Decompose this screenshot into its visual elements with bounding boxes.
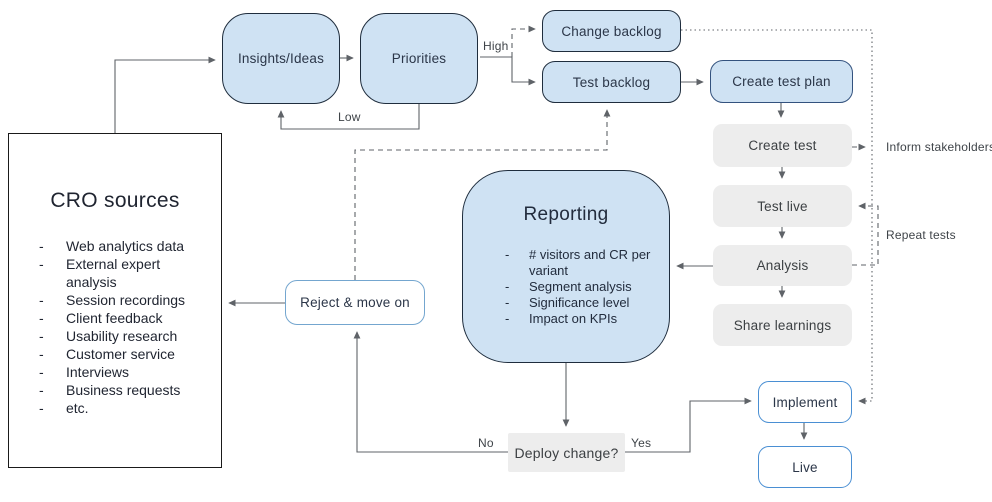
edge-label-inform-stakeholders: Inform stakeholders: [884, 140, 992, 154]
node-create-test: Create test: [713, 124, 852, 167]
node-share-learnings: Share learnings: [713, 304, 852, 346]
edge-label-low: Low: [336, 110, 363, 124]
node-implement: Implement: [758, 381, 852, 423]
node-insights-ideas: Insights/Ideas: [222, 13, 340, 104]
edge-label-yes: Yes: [629, 436, 654, 450]
reporting-item: Segment analysis: [463, 279, 669, 295]
cro-source-item: Interviews: [9, 363, 221, 381]
node-analysis: Analysis: [713, 245, 852, 286]
cro-source-item: Session recordings: [9, 291, 221, 309]
reporting-item: Impact on KPIs: [463, 311, 669, 327]
cro-source-item: Business requests: [9, 381, 221, 399]
node-test-backlog: Test backlog: [542, 61, 681, 103]
reporting-item: # visitors and CR per variant: [463, 247, 669, 279]
reporting-panel: Reporting # visitors and CR per variant …: [462, 170, 670, 363]
cro-source-item: Customer service: [9, 345, 221, 363]
cro-sources-panel: CRO sources Web analytics data External …: [8, 133, 222, 468]
edge-label-no: No: [476, 436, 496, 450]
node-test-live: Test live: [713, 185, 852, 227]
cro-source-item: Web analytics data: [9, 237, 221, 255]
reporting-item: Significance level: [463, 295, 669, 311]
cro-sources-list: Web analytics data External expert analy…: [9, 237, 221, 417]
cro-source-item: External expert analysis: [9, 255, 221, 291]
edge-label-high: High: [481, 39, 511, 53]
node-create-test-plan: Create test plan: [710, 60, 853, 103]
cro-source-item: Client feedback: [9, 309, 221, 327]
node-change-backlog: Change backlog: [542, 10, 681, 52]
node-priorities: Priorities: [360, 13, 478, 104]
cro-source-item: etc.: [9, 399, 221, 417]
cro-source-item: Usability research: [9, 327, 221, 345]
cro-sources-title: CRO sources: [50, 189, 180, 212]
node-live: Live: [758, 446, 852, 488]
reporting-list: # visitors and CR per variant Segment an…: [463, 247, 669, 327]
reporting-title: Reporting: [523, 204, 609, 225]
node-reject-move-on: Reject & move on: [285, 280, 425, 325]
edge-label-repeat-tests: Repeat tests: [884, 228, 958, 242]
node-deploy-change: Deploy change?: [508, 433, 625, 472]
